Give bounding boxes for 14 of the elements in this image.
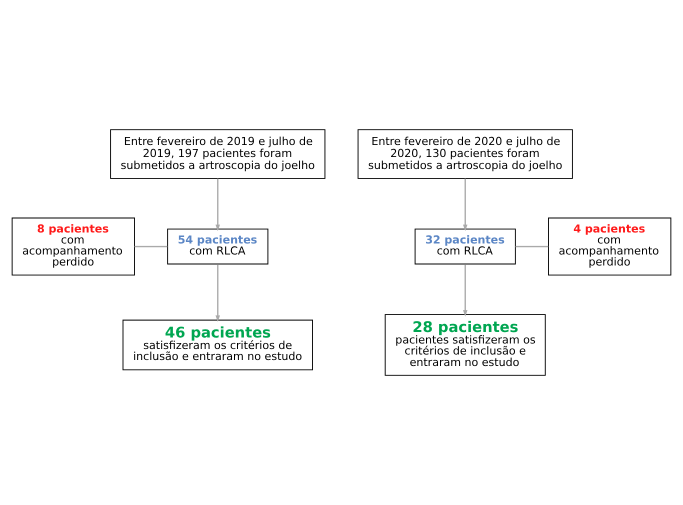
arrow bbox=[462, 264, 468, 317]
node-box: 4 pacientes com acompanhamento perdido bbox=[548, 218, 672, 276]
arrow bbox=[216, 178, 220, 232]
arrow bbox=[216, 264, 220, 322]
arrow bbox=[462, 178, 468, 232]
node-box: Entre fevereiro de 2020 e julho de 2020, 130 pacientes foram submetidos a artroscopia do joelho bbox=[358, 129, 573, 179]
node-box: 28 pacientes pacientes satisfizeram os critérios de inclusão e entraram no estudo bbox=[384, 314, 546, 376]
connector bbox=[134, 246, 168, 248]
node-box: 8 pacientes com acompanhamento perdido bbox=[12, 218, 135, 276]
node-box: 32 pacientes com RLCA bbox=[414, 228, 516, 264]
node-box: 46 pacientes satisfizeram os critérios de inclusão e entraram no estudo bbox=[122, 320, 313, 370]
connector bbox=[515, 246, 548, 248]
node-box: Entre fevereiro de 2019 e julho de 2019, 197 pacientes foram submetidos a artroscopia do joelho bbox=[110, 129, 326, 179]
node-box: 54 pacientes com RLCA bbox=[167, 228, 268, 264]
